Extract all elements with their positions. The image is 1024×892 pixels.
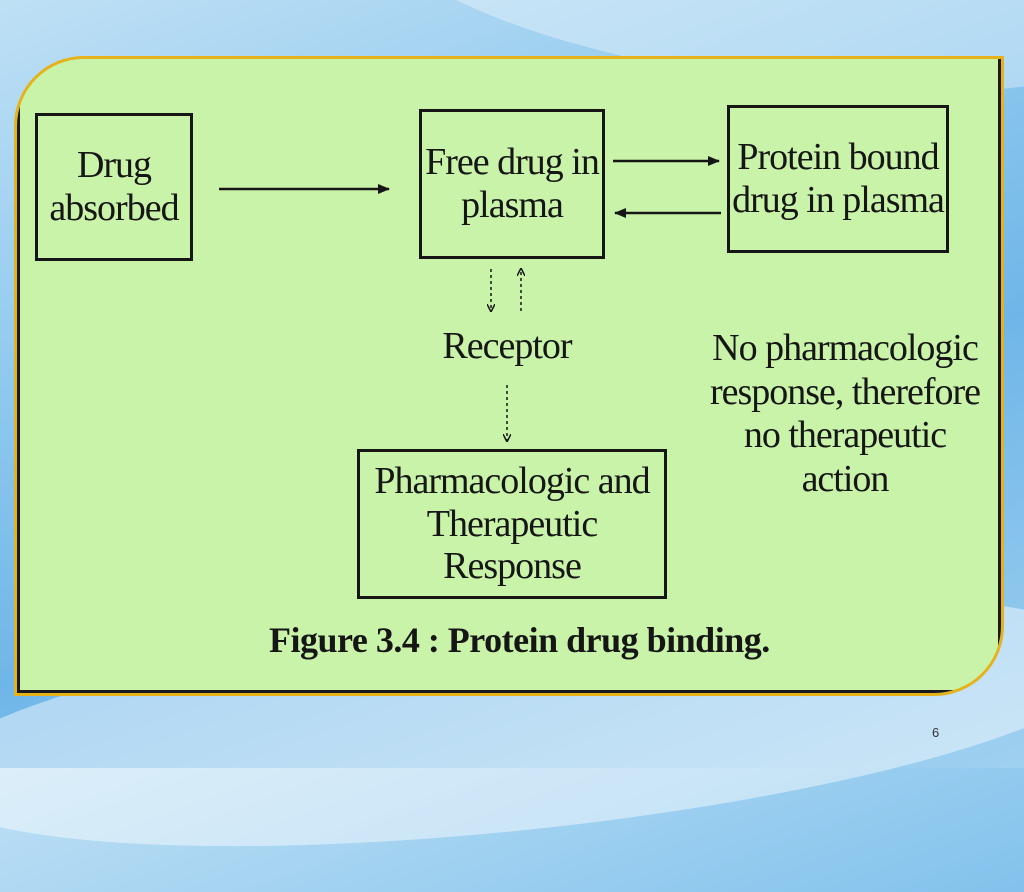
node-free-drug-in-plasma: Free drug in plasma <box>419 109 605 259</box>
node-drug-absorbed-line-2: absorbed <box>49 187 179 229</box>
no-response-line-2: response, therefore <box>709 370 981 413</box>
node-pharmacologic-response: Pharmacologic and Therapeutic Response <box>357 449 667 599</box>
node-free-drug-line-2: plasma <box>461 184 564 226</box>
node-response-line-2: Therapeutic Response <box>426 502 598 588</box>
scanned-figure-border <box>17 59 1001 693</box>
node-response-line-1: Pharmacologic and <box>374 460 650 503</box>
figure-caption: Figure 3.4 : Protein drug binding. <box>269 620 770 660</box>
diagram-arrows <box>219 156 721 696</box>
scanned-figure <box>17 59 1001 693</box>
node-protein-bound-line-1: Protein bound <box>737 136 939 179</box>
node-drug-absorbed: Drug absorbed <box>35 113 193 261</box>
no-response-line-1: No pharmacologic <box>712 327 979 369</box>
node-free-drug-line-1: Free drug in <box>425 141 600 184</box>
node-drug-absorbed-line-1: Drug <box>76 144 152 187</box>
no-response-line-3: no therapeutic action <box>743 414 947 501</box>
label-no-pharmacologic-response: No pharmacologic response, therefore no … <box>697 327 993 502</box>
slide-page-number: 6 <box>932 725 940 740</box>
node-protein-bound-line-2: drug in plasma <box>732 179 945 221</box>
label-receptor: Receptor <box>442 325 572 367</box>
node-protein-bound-drug: Protein bound drug in plasma <box>727 105 949 253</box>
slide-content-frame: Drug absorbed Free drug in plasma Protei… <box>14 56 1004 696</box>
